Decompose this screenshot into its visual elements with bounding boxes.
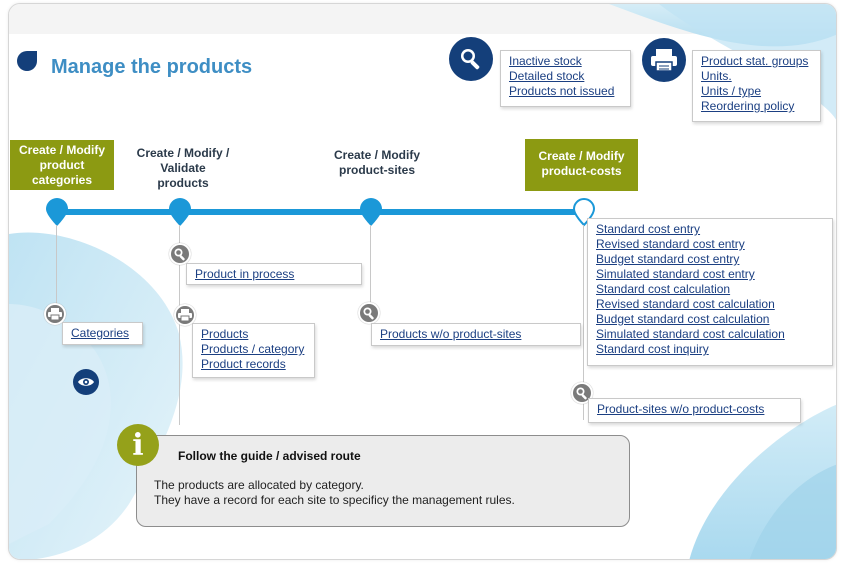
inquiry-links-box: Inactive stock Detailed stock Products n…	[500, 50, 631, 107]
step-label: Create / Modify product-sites	[333, 148, 420, 177]
connector-line	[370, 225, 371, 315]
link-product-stat-groups[interactable]: Product stat. groups	[701, 54, 809, 68]
link-revised-standard-cost-calculation[interactable]: Revised standard cost calculation	[596, 297, 775, 311]
link-standard-cost-calculation[interactable]: Standard cost calculation	[596, 282, 731, 296]
link-detailed-stock[interactable]: Detailed stock	[509, 69, 585, 83]
link-inactive-stock[interactable]: Inactive stock	[509, 54, 582, 68]
link-simulated-standard-cost-calculation[interactable]: Simulated standard cost calculation	[596, 327, 785, 341]
timeline-bar	[52, 209, 584, 215]
info-icon-letter: i	[132, 427, 144, 463]
magnifier-icon[interactable]	[169, 243, 191, 265]
link-products-category[interactable]: Products / category	[201, 342, 305, 356]
link-product-sites-wo-product-costs[interactable]: Product-sites w/o product-costs	[597, 402, 765, 416]
link-simulated-standard-cost-entry[interactable]: Simulated standard cost entry	[596, 267, 755, 281]
products-print-links-box: Products Products / category Product rec…	[192, 323, 315, 378]
printer-icon[interactable]	[174, 304, 196, 326]
step-label: Create / Modify product-costs	[538, 149, 625, 178]
guide-title: Follow the guide / advised route	[178, 449, 361, 463]
timeline-pin-2	[169, 198, 191, 226]
connector-line	[56, 225, 57, 310]
step-product-costs: Create / Modify product-costs	[525, 139, 638, 191]
step-label: Create / Modify / Validate products	[136, 146, 230, 190]
guide-line: The products are allocated by category.	[154, 478, 364, 492]
info-icon: i	[117, 424, 159, 466]
link-products-wo-product-sites[interactable]: Products w/o product-sites	[380, 327, 522, 341]
link-budget-standard-cost-calculation[interactable]: Budget standard cost calculation	[596, 312, 770, 326]
timeline-pin-1	[46, 198, 68, 226]
cost-links-box: Standard cost entry Revised standard cos…	[587, 218, 833, 366]
guide-line: They have a record for each site to spec…	[154, 493, 515, 507]
link-products-not-issued[interactable]: Products not issued	[509, 84, 615, 98]
product-in-process-box: Product in process	[186, 263, 362, 285]
magnifier-icon[interactable]	[571, 382, 593, 404]
link-product-in-process[interactable]: Product in process	[195, 267, 295, 281]
magnifier-icon[interactable]	[449, 37, 493, 81]
step-product-sites: Create / Modify product-sites	[320, 148, 434, 180]
eye-icon[interactable]	[73, 369, 99, 395]
link-standard-cost-inquiry[interactable]: Standard cost inquiry	[596, 342, 709, 356]
step-product-categories: Create / Modify product categories	[10, 140, 114, 190]
step-label: Create / Modify product categories	[18, 143, 105, 187]
step-products: Create / Modify / Validate products	[128, 146, 238, 194]
printer-icon[interactable]	[642, 38, 686, 82]
page-title: Manage the products	[51, 56, 253, 78]
printer-icon[interactable]	[44, 303, 66, 325]
product-sites-wo-costs-box: Product-sites w/o product-costs	[588, 398, 801, 423]
link-categories[interactable]: Categories	[71, 326, 130, 340]
connector-line	[583, 225, 584, 420]
title-drop-icon	[17, 51, 37, 71]
link-product-records[interactable]: Product records	[201, 357, 286, 371]
guide-box: Follow the guide / advised route The pro…	[136, 435, 630, 527]
guide-text: The products are allocated by category. …	[154, 478, 515, 508]
link-units[interactable]: Units.	[701, 69, 732, 83]
link-revised-standard-cost-entry[interactable]: Revised standard cost entry	[596, 237, 745, 251]
timeline-pin-3	[360, 198, 382, 226]
magnifier-icon[interactable]	[358, 302, 380, 324]
products-wo-sites-box: Products w/o product-sites	[371, 323, 581, 346]
link-reordering-policy[interactable]: Reordering policy	[701, 99, 795, 113]
link-units-type[interactable]: Units / type	[701, 84, 762, 98]
categories-links-box: Categories	[62, 322, 143, 345]
link-budget-standard-cost-entry[interactable]: Budget standard cost entry	[596, 252, 740, 266]
link-standard-cost-entry[interactable]: Standard cost entry	[596, 222, 701, 236]
link-products[interactable]: Products	[201, 327, 249, 341]
print-links-box: Product stat. groups Units. Units / type…	[692, 50, 821, 122]
